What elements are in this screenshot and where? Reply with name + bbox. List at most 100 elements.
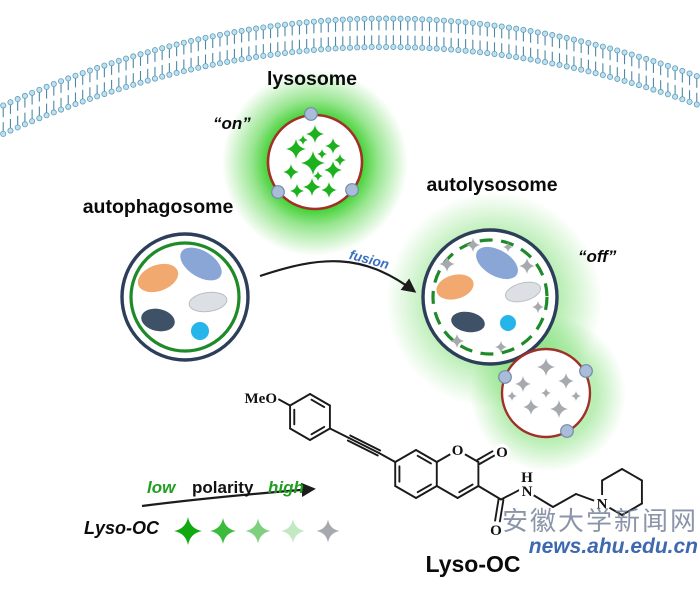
bond [458, 483, 474, 494]
autophagosome-body [120, 232, 250, 362]
receptor-dot-icon [345, 183, 359, 197]
lipid-head [21, 121, 28, 128]
lipid-head [50, 109, 57, 116]
lipid-head [635, 53, 642, 60]
lipid-head [368, 15, 375, 22]
lipid-head [505, 24, 512, 31]
lipid-head [549, 32, 556, 39]
bond [289, 393, 311, 407]
lipid-head [274, 50, 281, 57]
lipid-head [498, 51, 505, 58]
lipid-head [166, 71, 173, 78]
lipid-head [484, 21, 491, 28]
lipid-head [180, 68, 187, 75]
sparkle-icon [283, 164, 299, 180]
lipid-head [585, 39, 592, 46]
sparkle-icon [281, 519, 305, 543]
lipid-head [101, 62, 108, 69]
lipid-head [209, 61, 216, 68]
cell-membrane-bilayer [0, 15, 700, 137]
bond [310, 425, 326, 436]
lipid-head [505, 52, 512, 59]
lipid-head [7, 99, 14, 106]
label-halo [494, 444, 510, 460]
lipid-head [339, 45, 346, 52]
lipid-head [260, 52, 267, 59]
lipid-head [58, 78, 65, 85]
lipid-head [29, 118, 36, 125]
sparkle-icon [523, 399, 539, 415]
polarity-arrow [141, 482, 316, 508]
lipid-head [448, 46, 455, 53]
sparkle-icon [558, 373, 574, 389]
lipid-head [484, 50, 491, 57]
lipid-head [43, 83, 50, 90]
sparkle-icon [306, 125, 324, 143]
lipid-head [607, 73, 614, 80]
lipid-head [159, 45, 166, 52]
cargo-orange [137, 263, 179, 293]
lipid-head [469, 48, 476, 55]
sparkle-icon [571, 391, 581, 401]
small-lysosome-body [498, 347, 593, 439]
lipid-head [202, 34, 209, 41]
lipid-head [679, 96, 686, 103]
lipid-head [159, 73, 166, 80]
lipid-head [563, 63, 570, 70]
lipid-head [296, 19, 303, 26]
sparkle-icon [515, 376, 531, 392]
bond [500, 489, 520, 501]
lipid-head [599, 71, 606, 78]
lipid-head [498, 23, 505, 30]
bond [533, 494, 554, 508]
lipid-head [173, 41, 180, 48]
lipid-head [195, 36, 202, 43]
lipid-head [123, 55, 130, 62]
bond [289, 427, 311, 441]
lipid-head [188, 38, 195, 45]
lipid-head [686, 70, 693, 77]
lipid-head [412, 44, 419, 51]
lipid-head [404, 44, 411, 51]
sparkle-icon [532, 301, 544, 313]
bond [477, 485, 502, 501]
lipid-head [570, 36, 577, 43]
lipid-head [289, 49, 296, 56]
lipid-head [628, 79, 635, 86]
bond [552, 493, 577, 508]
lipid-head [534, 29, 541, 36]
lipid-head [325, 45, 332, 52]
sparkle-icon [313, 171, 323, 181]
sparkle-icon [298, 135, 308, 145]
lipid-head [679, 67, 686, 74]
label-lysosome: lysosome [267, 68, 357, 90]
bond [394, 449, 417, 463]
cargo-cyan [191, 322, 209, 340]
lipid-head [643, 55, 650, 62]
lipid-head [86, 95, 93, 102]
lipid-head [397, 44, 404, 51]
bond [378, 452, 397, 463]
lipid-head [390, 43, 397, 50]
lipid-head [556, 61, 563, 68]
lipid-head [130, 53, 137, 60]
lipid-head [65, 103, 72, 110]
lysosome-probe-sparkles [283, 125, 346, 198]
lipid-head [58, 106, 65, 113]
lipid-head [520, 55, 527, 62]
small-lysosome-sparkles [507, 358, 581, 418]
lipid-head [245, 55, 252, 62]
lipid-head [79, 70, 86, 77]
lipid-head [310, 18, 317, 25]
lipid-head [426, 45, 433, 52]
lipid-head [151, 47, 158, 54]
sparkle-icon [541, 388, 551, 398]
label-halo [520, 470, 534, 484]
lipid-head [346, 16, 353, 23]
sparkle-icon [316, 519, 340, 543]
lipid-head [94, 93, 101, 100]
sparkle-icon [174, 517, 202, 545]
label-probe-name: Lyso-OC [84, 518, 160, 538]
